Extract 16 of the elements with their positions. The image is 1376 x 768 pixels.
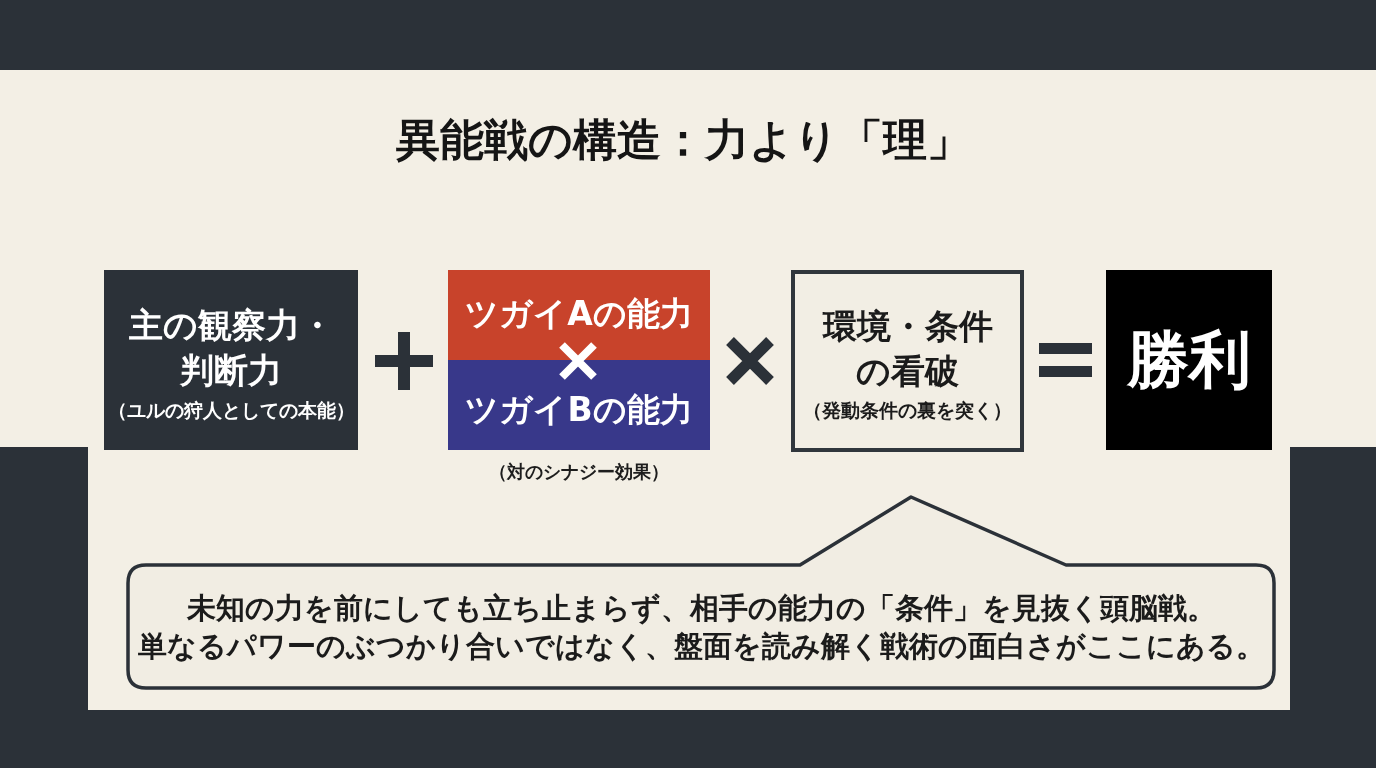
- band-label: ツガイAの能力: [465, 294, 693, 334]
- box-label: （対のシナジー効果）: [489, 460, 669, 484]
- result-label: 勝利: [1127, 325, 1251, 395]
- box-subtitle: （発動条件の裏を突く）: [803, 398, 1012, 422]
- callout-text: 未知の力を前にしても立ち止まらず、相手の能力の「条件」を見抜く頭脳戦。: [186, 590, 1216, 626]
- band-label: ツガイBの能力: [465, 390, 693, 430]
- result-box: [1106, 270, 1272, 450]
- upper-band: [448, 270, 710, 360]
- speech-bubble: [126, 495, 1276, 690]
- text-box: [104, 270, 358, 450]
- box-heading: 主の観察力・判断力: [127, 304, 335, 392]
- outlined-box: [791, 270, 1024, 452]
- callout-text: 単なるパワーのぶつかり合いではなく、盤面を読み解く戦術の面白さがここにある。: [137, 628, 1265, 664]
- title: 異能戦の構造：力より「理」: [395, 113, 971, 167]
- box-subtitle: （ユルの狩人としての本能）: [107, 398, 355, 422]
- box-heading: 環境・条件の看破: [821, 305, 994, 393]
